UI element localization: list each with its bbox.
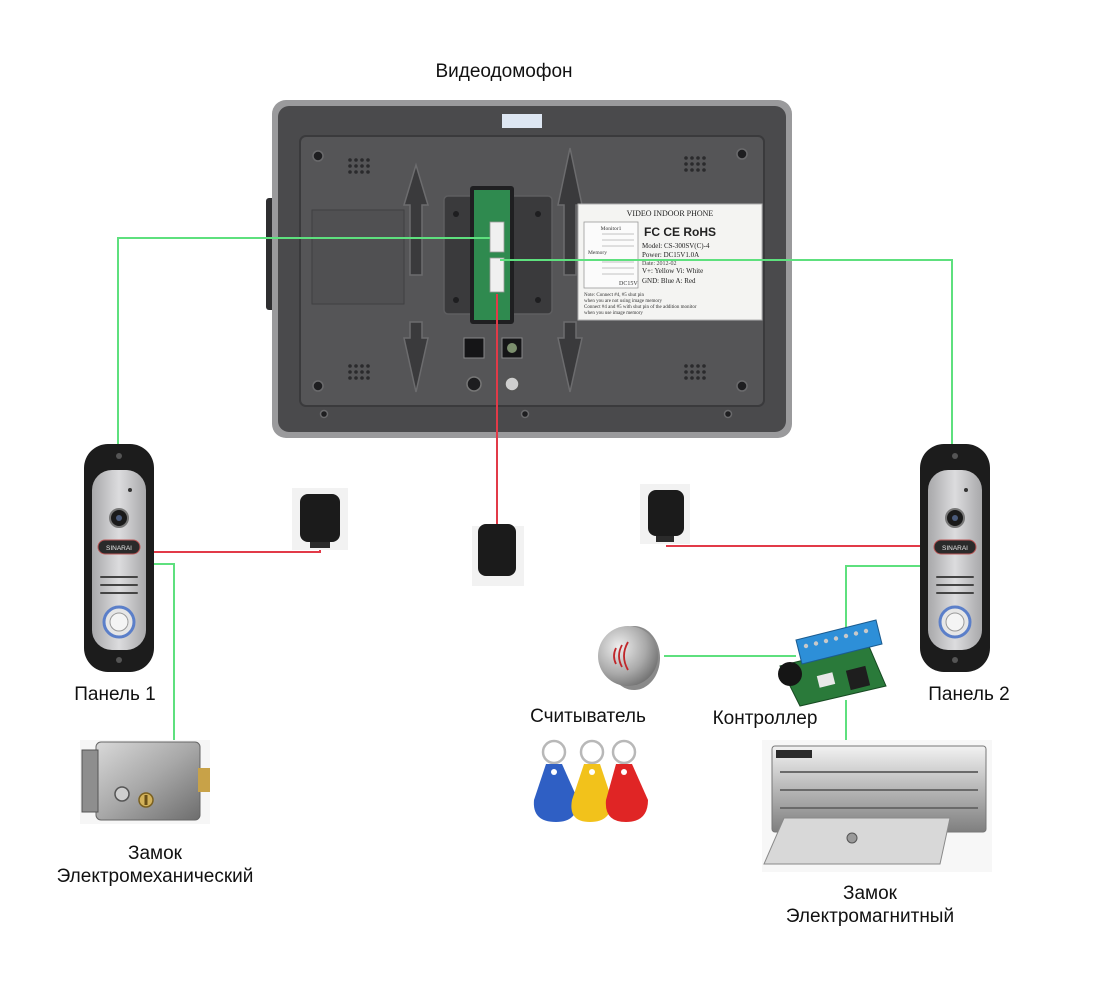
sticker-note-1: Note: Connect #4, #5 shut pin bbox=[584, 293, 644, 298]
monitor-info-sticker: VIDEO INDOOR PHONE Monitor1 Memory DC15V… bbox=[577, 203, 763, 321]
mounting-hooks bbox=[402, 147, 583, 393]
panel1-face bbox=[92, 470, 146, 650]
reader-body bbox=[598, 626, 658, 686]
wire-panel1-to-mech-lock bbox=[150, 563, 175, 760]
panel1-speaker-slots bbox=[100, 576, 138, 594]
dip-knob bbox=[507, 343, 517, 353]
pcb-board bbox=[474, 190, 510, 320]
controller-terminal-block bbox=[795, 619, 883, 665]
controller-screws bbox=[803, 628, 869, 649]
mag-lock-label: Замок Электромагнитный bbox=[735, 882, 1005, 928]
rfid-reader bbox=[598, 626, 660, 690]
controller-label: Контроллер bbox=[712, 708, 818, 729]
mech-lock-faceplate bbox=[81, 749, 99, 813]
signal-wires bbox=[117, 237, 953, 760]
key-fob-blue bbox=[533, 764, 578, 822]
power-adapter-left bbox=[292, 488, 348, 550]
controller-buzzer bbox=[778, 662, 802, 686]
sticker-colors-2: GND: Blue A: Red bbox=[642, 277, 696, 285]
speaker-grille-bottom-left bbox=[348, 364, 370, 380]
sticker-note-4: when you use image memory bbox=[584, 311, 643, 316]
call-panel-1: SINARAI bbox=[84, 444, 154, 672]
electromagnetic-lock bbox=[762, 740, 992, 872]
sticker-pinout-table bbox=[602, 233, 634, 275]
reader-wave-icon bbox=[613, 641, 629, 671]
power-jack bbox=[466, 376, 482, 392]
sticker-model: Model: CS-300SV(C)-4 bbox=[642, 242, 710, 250]
reset-button bbox=[504, 376, 520, 392]
sticker-note-3: Connect #4 and #5 with shut pin of the a… bbox=[584, 305, 697, 310]
speaker-grille-top-right bbox=[684, 156, 706, 172]
panel1-label: Панель 1 bbox=[74, 684, 156, 705]
sticker-certs: FC CE RoHS bbox=[644, 225, 716, 239]
mech-lock-label-line2: Электромеханический bbox=[56, 866, 254, 887]
call-panel-2: SINARAI bbox=[920, 444, 990, 672]
access-controller bbox=[778, 619, 887, 707]
pcb-connector-1 bbox=[489, 221, 505, 253]
mag-lock-armature bbox=[763, 817, 951, 865]
sticker-colors-1: V+: Yellow Vi: White bbox=[642, 267, 703, 275]
controller-chip bbox=[816, 672, 836, 688]
mech-lock-button bbox=[114, 786, 130, 802]
panel2-speaker-slots bbox=[936, 576, 974, 594]
monitor-top-sticker bbox=[502, 114, 542, 128]
rfid-key-fobs bbox=[533, 739, 648, 822]
mech-lock-label: Замок Электромеханический bbox=[20, 842, 290, 888]
sticker-note-2: when you are not using image memory bbox=[584, 299, 663, 304]
dip-switch-left bbox=[463, 337, 485, 359]
sticker-dc-label: DC15V bbox=[619, 281, 638, 287]
sticker-date: Date: 2012-02 bbox=[642, 261, 677, 267]
pcb-connector-2 bbox=[489, 257, 505, 293]
pcb-screw-left-bottom bbox=[453, 297, 459, 303]
sticker-heading: VIDEO INDOOR PHONE bbox=[627, 209, 714, 218]
video-monitor: VIDEO INDOOR PHONE Monitor1 Memory DC15V… bbox=[266, 100, 792, 438]
mag-lock-grooves bbox=[780, 771, 978, 809]
pcb-screw-right-bottom bbox=[535, 297, 541, 303]
sticker-monitor-label: Monitor1 bbox=[601, 226, 622, 232]
screw-holes bbox=[312, 148, 748, 419]
key-fob-yellow bbox=[571, 764, 612, 822]
pcb-screw-left bbox=[453, 211, 459, 217]
mech-lock-body bbox=[95, 741, 201, 821]
mech-lock-label-line1: Замок bbox=[128, 843, 182, 864]
panel1-brand: SINARAI bbox=[106, 545, 132, 552]
power-adapter-center bbox=[472, 524, 524, 586]
panel1-brand-plate bbox=[97, 539, 141, 555]
panel2-brand-plate bbox=[933, 539, 977, 555]
power-adapter-right bbox=[640, 484, 690, 544]
pcb-screw-right bbox=[535, 211, 541, 217]
panel2-label: Панель 2 bbox=[928, 684, 1010, 705]
speaker-grille-bottom-right bbox=[684, 364, 706, 380]
panel2-face bbox=[928, 470, 982, 650]
wire-panel1-to-monitor bbox=[117, 237, 490, 446]
mech-lock-latch bbox=[198, 768, 210, 792]
sticker-memory-label: Memory bbox=[588, 250, 607, 256]
controller-relay bbox=[845, 665, 871, 691]
wire-monitor-to-panel2 bbox=[500, 259, 953, 446]
mag-lock-label-line1: Замок bbox=[843, 883, 897, 904]
key-fob-red bbox=[605, 764, 648, 822]
mag-lock-label-line2: Электромагнитный bbox=[785, 906, 955, 927]
speaker-grille-top-left bbox=[348, 158, 370, 174]
wire-panel2-to-controller bbox=[845, 565, 922, 646]
electromechanical-lock bbox=[80, 740, 210, 824]
sticker-power: Power: DC15V1.0A bbox=[642, 251, 699, 259]
panel2-brand: SINARAI bbox=[942, 545, 968, 552]
monitor-label: Видеодомофон bbox=[435, 61, 573, 82]
monitor-recess bbox=[311, 209, 405, 305]
reader-label: Считыватель bbox=[530, 706, 646, 727]
